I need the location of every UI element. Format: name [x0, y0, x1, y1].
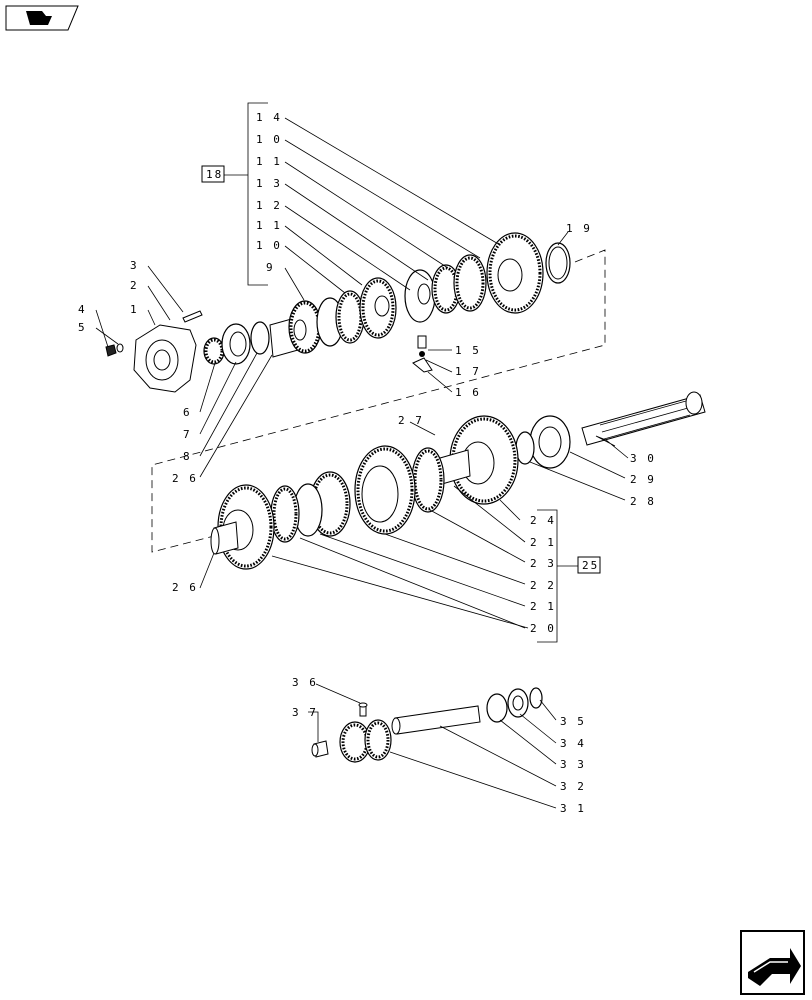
callout-16: 1 6	[455, 386, 481, 399]
group-bracket-18: 18	[201, 102, 268, 286]
callout-36: 3 6	[292, 676, 318, 689]
callout-10: 1 0	[256, 239, 282, 252]
group-label-25: 25	[582, 559, 599, 572]
leader-lines	[95, 117, 629, 809]
dashed-connection-line	[151, 249, 606, 553]
callout-34: 3 4	[560, 737, 586, 750]
callout-32: 3 2	[560, 780, 586, 793]
callout-33: 3 3	[560, 758, 586, 771]
callout-7: 7	[183, 428, 192, 441]
callout-5: 5	[78, 321, 87, 334]
callout-23: 2 3	[530, 557, 556, 570]
nut	[105, 344, 117, 357]
callout-numbers: 1 4 1 0 1 1 1 3 1 2 1 1 1 0 9 3 2 1 4 5 …	[78, 111, 656, 815]
callout-35: 3 5	[560, 715, 586, 728]
group-label-18: 18	[206, 168, 223, 181]
upper-shaft-assembly	[105, 232, 571, 393]
callout-30: 3 0	[630, 452, 656, 465]
callout-15: 1 5	[455, 344, 481, 357]
callout-10: 1 0	[256, 133, 282, 146]
callout-26: 2 6	[172, 581, 198, 594]
main-shaft-assembly	[210, 391, 706, 570]
callout-11: 1 1	[256, 155, 282, 168]
callout-21: 2 1	[530, 536, 556, 549]
callout-11: 1 1	[256, 219, 282, 232]
callout-1: 1	[130, 303, 139, 316]
pin	[182, 310, 203, 323]
callout-37: 3 7	[292, 706, 318, 719]
callout-14: 1 4	[256, 111, 282, 124]
callout-17: 1 7	[455, 365, 481, 378]
callout-28: 2 8	[630, 495, 656, 508]
callout-21: 2 1	[530, 600, 556, 613]
callout-6: 6	[183, 406, 192, 419]
callout-13: 1 3	[256, 177, 282, 190]
washer	[116, 343, 124, 353]
lower-shaft-assembly	[311, 687, 543, 763]
callout-19: 1 9	[566, 222, 592, 235]
splined-shaft	[581, 394, 706, 446]
callout-22: 2 2	[530, 579, 556, 592]
next-page-arrow-icon[interactable]	[740, 930, 805, 995]
callout-9: 9	[266, 261, 275, 274]
callout-27: 2 7	[398, 414, 424, 427]
callout-31: 3 1	[560, 802, 586, 815]
callout-29: 2 9	[630, 473, 656, 486]
book-badge-icon[interactable]	[5, 5, 79, 31]
callout-3: 3	[130, 259, 139, 272]
shaft	[394, 705, 481, 735]
group-bracket-25: 25	[537, 509, 601, 643]
callout-24: 2 4	[530, 514, 556, 527]
callout-2: 2	[130, 279, 139, 292]
callout-4: 4	[78, 303, 87, 316]
callout-26: 2 6	[172, 472, 198, 485]
callout-20: 2 0	[530, 622, 556, 635]
callout-12: 1 2	[256, 199, 282, 212]
callout-8: 8	[183, 450, 192, 463]
